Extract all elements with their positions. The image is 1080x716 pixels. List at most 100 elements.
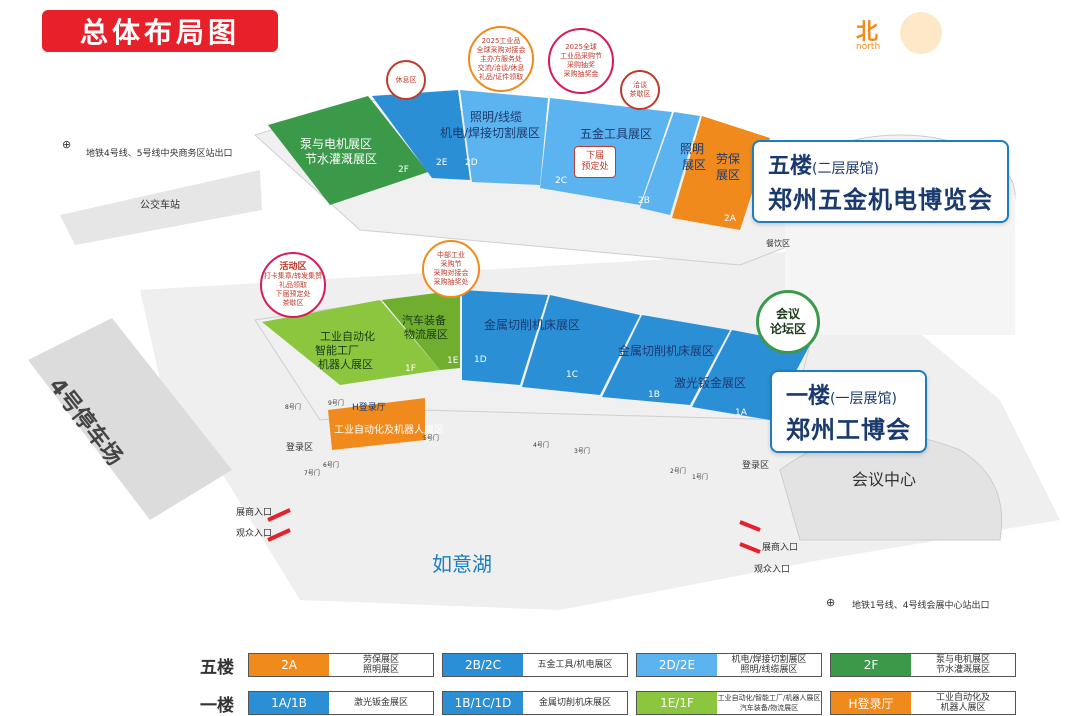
legend-h-desc: 工业自动化及机器人展区 <box>911 692 1015 714</box>
floor5-callout: 五楼(二层展馆) 郑州五金机电博览会 <box>752 140 1009 223</box>
metro-icon-top: ⊕ <box>62 138 72 151</box>
floor1-callout-name: 郑州工博会 <box>786 416 911 444</box>
floor1-callout-sub: (一层展馆) <box>830 391 897 407</box>
zone-2e-code: 2E <box>436 158 448 168</box>
zone-2d-code: 2D <box>465 158 478 168</box>
label-conference: 会议中心 <box>852 470 917 489</box>
zone-1b-shape <box>602 315 730 405</box>
legend-1e1f-d2: 汽车装备/物流展区 <box>739 704 799 712</box>
zone-1b-name1: 金属切削机床展区 <box>618 344 715 358</box>
legend-1b1c1d-d1: 金属切削机床展区 <box>538 698 611 708</box>
pin-forum-2: 论坛区 <box>769 322 806 336</box>
door-8: 8号门 <box>285 404 301 411</box>
floor5-callout-big: 五楼 <box>768 154 813 179</box>
legend-2d2e-desc: 机电/焊接切割展区照明/线缆展区 <box>717 654 821 676</box>
legend-1b1c1d-code: 1B/1C/1D <box>443 692 523 714</box>
legend-1a1b-desc: 激光钣金展区 <box>329 692 433 714</box>
pin-activity-3: 礼品领取 <box>279 280 307 289</box>
legend-item-h: H登录厅 工业自动化及机器人展区 <box>830 691 1016 715</box>
pin-service-3: 主办方服务处 <box>480 54 522 63</box>
legend-2f-d1: 泵与电机展区 <box>935 655 990 665</box>
zone-2b-shape <box>640 112 700 215</box>
door-9: 9号门 <box>328 400 344 407</box>
legend-item-2f: 2F 泵与电机展区节水灌溉展区 <box>830 653 1016 677</box>
pin-activity-2: 打卡集章/转发集赞 <box>263 271 323 280</box>
legend-2f-d2: 节水灌溉展区 <box>935 665 990 675</box>
legend-2f-desc: 泵与电机展区节水灌溉展区 <box>911 654 1015 676</box>
pin-next: 下届 预定处 <box>574 146 616 178</box>
legend-1b1c1d-desc: 金属切削机床展区 <box>523 692 627 714</box>
hall-h-name: 工业自动化及机器人展区 <box>334 425 444 436</box>
legend-1e1f-desc: 工业自动化/智能工厂/机器人展区汽车装备/物流展区 <box>717 692 821 714</box>
zone-1e-code: 1E <box>447 356 459 366</box>
label-bus: 公交车站 <box>140 200 180 211</box>
zone-2f-code: 2F <box>398 165 409 175</box>
floor1-callout: 一楼(一层展馆) 郑州工博会 <box>770 370 927 453</box>
floor1-callout-big: 一楼 <box>786 384 831 409</box>
door-2: 2号门 <box>670 468 686 475</box>
zone-2b-name2: 展区 <box>682 158 707 172</box>
zone-2b-name1: 照明 <box>680 142 705 156</box>
pin-central-1: 中部工业 <box>437 251 465 259</box>
legend-2f-code: 2F <box>831 654 911 676</box>
pin-activity-5: 茶歇区 <box>282 298 304 307</box>
pin-activity-4: 下届预定处 <box>275 289 311 298</box>
legend-item-2d2e: 2D/2E 机电/焊接切割展区照明/线缆展区 <box>636 653 822 677</box>
zone-1d-name1: 金属切削机床展区 <box>484 318 581 332</box>
zone-2c-name1: 五金工具展区 <box>580 127 653 141</box>
legend-2d2e-d2: 照明/线缆展区 <box>740 665 798 675</box>
zone-1f-code: 1F <box>405 364 416 374</box>
legend-2d2e-d1: 机电/焊接切割展区 <box>731 655 807 665</box>
label-exhibitor-left: 展商入口 <box>236 508 273 518</box>
zone-2b-code: 2B <box>638 196 650 206</box>
north-char: 北 <box>856 20 879 45</box>
zone-1d-code: 1D <box>474 355 487 365</box>
legend-row-floor5: 五楼 2A 劳保展区照明展区 2B/2C 五金工具/机电展区 2D/2E 机电/… <box>200 653 1024 678</box>
legend-1a1b-code: 1A/1B <box>249 692 329 714</box>
legend-2b2c-d1: 五金工具/机电展区 <box>537 660 613 670</box>
zone-1f-name2: 智能工厂 <box>315 344 359 357</box>
page-title: 总体布局图 <box>42 10 278 52</box>
pin-central-4: 采购抽奖处 <box>433 278 469 286</box>
legend-h-d1: 工业自动化及 <box>935 693 990 703</box>
legend-item-2a: 2A 劳保展区照明展区 <box>248 653 434 677</box>
pin-forum-1: 会议 <box>775 307 800 321</box>
zone-2d-name2: 机电/焊接切割展区 <box>440 126 541 140</box>
hall-h-label: H登录厅 <box>352 403 386 413</box>
legend-1e1f-code: 1E/1F <box>637 692 717 714</box>
pin-central: 中部工业 采购节 采购对接会 采购抽奖处 <box>422 240 480 298</box>
legend-item-1b1c1d: 1B/1C/1D 金属切削机床展区 <box>442 691 628 715</box>
zone-2e-shape <box>372 90 470 180</box>
legend-2a-d2: 照明展区 <box>362 665 399 675</box>
label-dining: 餐饮区 <box>766 239 790 248</box>
zone-2f-name1: 泵与电机展区 <box>300 137 373 151</box>
label-visitor-left: 观众入口 <box>236 529 273 539</box>
door-4: 4号门 <box>533 442 549 449</box>
road-area <box>60 170 262 245</box>
pin-rest-text: 休息区 <box>395 75 417 84</box>
door-5: 5号门 <box>423 435 439 442</box>
zone-1b-code: 1B <box>648 390 660 400</box>
pin-next-2: 预定处 <box>581 162 609 172</box>
zone-1f-shape <box>262 300 440 385</box>
legend-row-floor1: 一楼 1A/1B 激光钣金展区 1B/1C/1D 金属切削机床展区 1E/1F … <box>200 691 1024 716</box>
zone-2c-code: 2C <box>555 176 568 186</box>
legend-item-1a1b: 1A/1B 激光钣金展区 <box>248 691 434 715</box>
arrow-left-1 <box>267 508 291 522</box>
legend-h-code: H登录厅 <box>831 692 911 714</box>
pin-central-3: 采购对接会 <box>433 269 469 277</box>
label-reg-right: 登录区 <box>742 461 770 471</box>
label-lake: 如意湖 <box>432 552 492 576</box>
pin-procure-4: 采购抽奖金 <box>563 70 599 78</box>
legend-h-d2: 机器人展区 <box>940 703 986 713</box>
north-en: north <box>856 42 881 52</box>
legend-1a1b-d1: 激光钣金展区 <box>353 698 408 708</box>
pin-service-1: 2025工业品 <box>481 36 521 45</box>
door-3: 3号门 <box>574 448 590 455</box>
north-indicator: 北 north <box>852 10 948 58</box>
legend-2a-d1: 劳保展区 <box>362 655 399 665</box>
label-metro-top: 地铁4号线、5号线中央商务区站出口 <box>86 149 233 159</box>
pin-service-5: 礼品/证件领取 <box>478 72 524 81</box>
legend-1e1f-d1: 工业自动化/智能工厂/机器人展区 <box>717 694 821 702</box>
pin-tea: 洽谈 茶歇区 <box>620 70 660 110</box>
